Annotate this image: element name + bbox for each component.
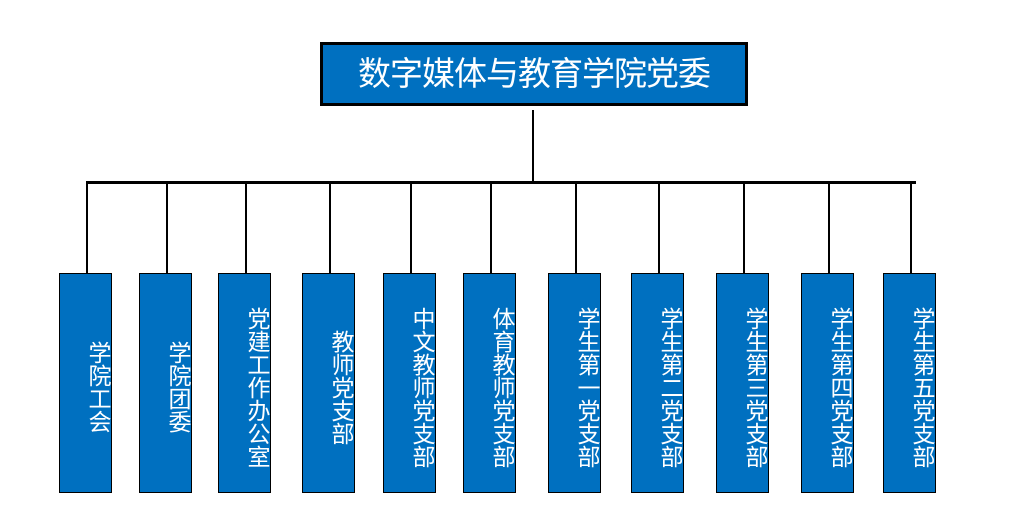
branch-connector (329, 183, 331, 273)
branch-connector (828, 183, 830, 273)
branch-connector (86, 183, 88, 273)
child-node: 教师党支部 (302, 273, 355, 493)
child-node: 中文教师党支部 (383, 273, 436, 493)
branch-connector (575, 183, 577, 273)
child-node: 学生第五党支部 (883, 273, 936, 493)
child-node: 学院团委 (139, 273, 192, 493)
child-node: 体育教师党支部 (463, 273, 516, 493)
branch-connector (658, 183, 660, 273)
branch-connector (245, 183, 247, 273)
root-connector (532, 110, 534, 183)
child-node: 党建工作办公室 (218, 273, 271, 493)
root-node: 数字媒体与教育学院党委 (320, 42, 748, 106)
child-node: 学生第三党支部 (716, 273, 769, 493)
child-node: 学院工会 (59, 273, 112, 493)
child-node: 学生第一党支部 (548, 273, 601, 493)
branch-connector (410, 183, 412, 273)
branch-connector (166, 183, 168, 273)
child-node: 学生第四党支部 (801, 273, 854, 493)
branch-connector (743, 183, 745, 273)
branch-connector (490, 183, 492, 273)
horizontal-connector (86, 181, 916, 184)
child-node: 学生第二党支部 (631, 273, 684, 493)
branch-connector (910, 183, 912, 273)
